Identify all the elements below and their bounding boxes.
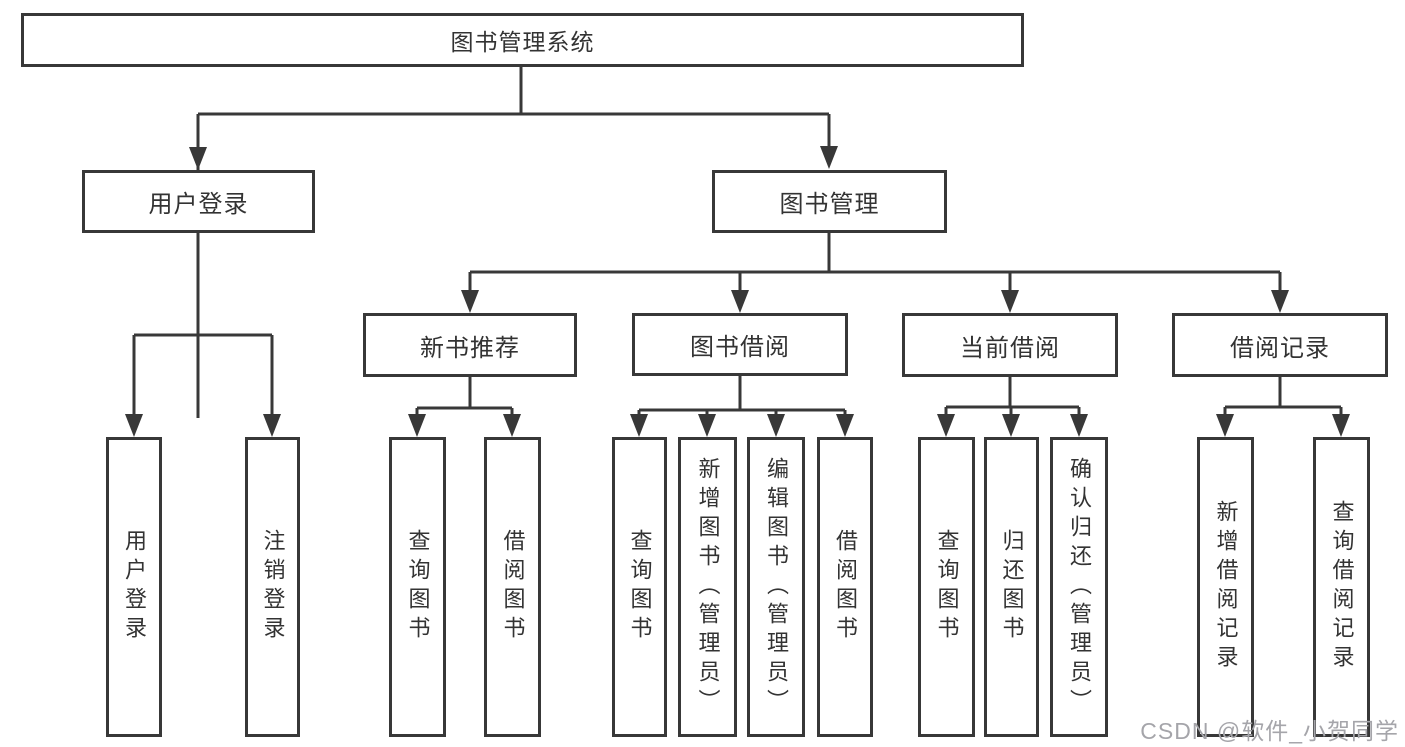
leaf-borrow-books-recommend: 借阅图书 bbox=[484, 437, 541, 737]
csdn-watermark: CSDN @软件_小贺同学 bbox=[1140, 718, 1399, 744]
connector-book-borrow-to-leaves bbox=[637, 376, 847, 418]
node-book-management: 图书管理 bbox=[712, 170, 947, 233]
leaf-query-borrow-record: 查询借阅记录 bbox=[1313, 437, 1370, 737]
connector-borrow-records-to-leaves bbox=[1223, 377, 1343, 418]
leaf-user-login: 用户登录 bbox=[106, 437, 162, 737]
leaf-edit-books-admin-label: 编辑图书（管理员） bbox=[764, 456, 789, 718]
leaf-logout-login-label: 注销登录 bbox=[260, 529, 286, 645]
connector-current-borrow-to-leaves bbox=[944, 377, 1081, 418]
node-current-borrowing: 当前借阅 bbox=[902, 313, 1118, 377]
node-new-book-recommend: 新书推荐 bbox=[363, 313, 577, 377]
leaf-add-borrow-record-label: 新增借阅记录 bbox=[1213, 500, 1239, 674]
leaf-borrow-books-recommend-label: 借阅图书 bbox=[500, 529, 526, 645]
leaf-user-login-label: 用户登录 bbox=[122, 529, 147, 645]
node-book-borrowing: 图书借阅 bbox=[632, 313, 848, 376]
leaf-logout-login: 注销登录 bbox=[245, 437, 300, 737]
leaf-borrow-books-borrowing-label: 借阅图书 bbox=[833, 529, 858, 645]
leaf-add-borrow-record: 新增借阅记录 bbox=[1197, 437, 1254, 737]
leaf-add-books-admin-label: 新增图书（管理员） bbox=[695, 456, 721, 718]
leaf-add-books-admin: 新增图书（管理员） bbox=[678, 437, 737, 737]
leaf-query-books-recommend-label: 查询图书 bbox=[405, 529, 431, 645]
arrowheads bbox=[125, 146, 1350, 437]
leaf-confirm-return-admin-label: 确认归还（管理员） bbox=[1067, 456, 1092, 718]
node-borrowing-records: 借阅记录 bbox=[1172, 313, 1388, 377]
connector-root-to-level2 bbox=[196, 67, 831, 418]
leaf-borrow-books-borrowing: 借阅图书 bbox=[817, 437, 873, 737]
leaf-return-books-label: 归还图书 bbox=[999, 529, 1025, 645]
leaf-query-books-recommend: 查询图书 bbox=[389, 437, 446, 737]
leaf-query-books-current-label: 查询图书 bbox=[934, 529, 960, 645]
node-user-login: 用户登录 bbox=[82, 170, 315, 233]
leaf-query-books-borrowing: 查询图书 bbox=[612, 437, 667, 737]
leaf-confirm-return-admin: 确认归还（管理员） bbox=[1050, 437, 1108, 737]
leaf-return-books: 归还图书 bbox=[984, 437, 1039, 737]
leaf-query-books-current: 查询图书 bbox=[918, 437, 975, 737]
connector-user-login-to-leaves bbox=[132, 233, 274, 418]
leaf-query-books-borrowing-label: 查询图书 bbox=[627, 529, 653, 645]
node-library-system: 图书管理系统 bbox=[21, 13, 1024, 67]
leaf-query-borrow-record-label: 查询借阅记录 bbox=[1329, 500, 1355, 674]
connector-book-mgmt-to-level3 bbox=[468, 233, 1282, 294]
connector-new-book-to-leaves bbox=[415, 377, 514, 418]
leaf-edit-books-admin: 编辑图书（管理员） bbox=[747, 437, 805, 737]
